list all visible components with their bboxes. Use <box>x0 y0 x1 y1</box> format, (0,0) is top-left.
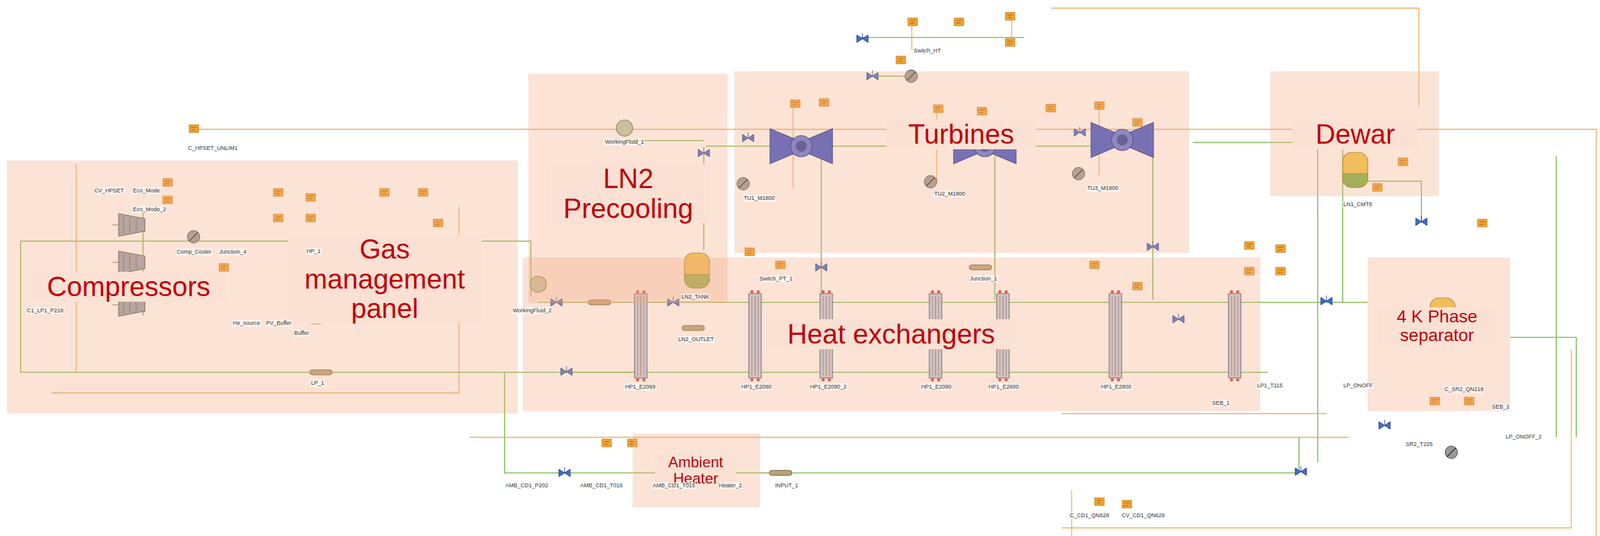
component-tag: AMB_CD1_P202 <box>504 482 549 489</box>
component-tag: WorkingFluid_2 <box>512 307 553 315</box>
component-tag: HP_1 <box>306 247 322 255</box>
component-tag: TU1_M1800 <box>743 194 776 202</box>
controller-block <box>1094 497 1105 506</box>
component-tag: Junction_1 <box>969 275 998 283</box>
component-tag: Junction_4 <box>218 248 248 256</box>
component-tag: C_HPSET_UNLIM1 <box>187 144 239 152</box>
controller-block <box>189 124 199 133</box>
component-tag: LN2_OUTLET <box>677 335 715 343</box>
component-tag: SEB_1 <box>1211 399 1231 407</box>
component-tag: CV_CD1_QN628 <box>1120 512 1166 519</box>
controller-block <box>1005 12 1015 20</box>
component-tag: LP1_T115 <box>1256 382 1284 390</box>
component-tag: Switch_HT <box>913 47 942 55</box>
valve-symbol <box>1378 419 1391 430</box>
component-tag: AMB_CD1_T015 <box>651 482 696 489</box>
component-tag: LN1_CMT8 <box>1342 201 1373 208</box>
valve-symbol <box>1415 216 1428 226</box>
region-label: Heat exchangers <box>766 319 1017 350</box>
controller-block <box>908 18 918 26</box>
region-band: Gas management panel <box>244 160 518 414</box>
valve-symbol <box>856 33 869 43</box>
valve-symbol <box>558 467 571 477</box>
controller-block <box>1275 244 1286 253</box>
controller-block <box>1244 241 1255 250</box>
component-tag: C1_LP1_P218 <box>26 307 65 315</box>
component-tag: Eco_Mode_2 <box>132 206 167 213</box>
controller-block <box>1275 267 1286 275</box>
controller-block <box>1122 500 1132 508</box>
controller-block <box>896 56 906 64</box>
component-tag: Eco_Mode <box>132 187 161 195</box>
component-tag: LN2_TANK <box>680 293 711 301</box>
component-tag: He_source <box>232 319 262 327</box>
region-band: Compressors <box>6 160 245 414</box>
component-tag: Switch_PT_1 <box>758 275 794 283</box>
region-band: 4 K Phase separator <box>1367 257 1511 411</box>
controller-block <box>1477 219 1487 227</box>
component-tag: HP1_E2080 <box>740 383 773 391</box>
region-label: LN2 Precooling <box>546 163 711 223</box>
region-band: Ambient Heater <box>632 433 761 508</box>
component-tag: LP_ONOFF_2 <box>1505 433 1543 441</box>
component-tag: C_SR2_QN218 <box>1443 385 1485 393</box>
component-tag: LP_1 <box>310 379 325 387</box>
component-tag: INPUT_1 <box>774 482 799 489</box>
controller-block <box>954 18 964 26</box>
component-tag: SEB_2 <box>1491 403 1511 411</box>
component-tag: HP1_E2090 <box>920 383 953 391</box>
gas-line <box>1510 156 1577 438</box>
region-label: 4 K Phase separator <box>1377 307 1497 345</box>
component-tag: Buffer <box>293 329 310 337</box>
controller-block <box>602 439 612 447</box>
component-tag: HP1_E2800 <box>1100 383 1133 391</box>
component-tag: TU2_M1800 <box>933 190 967 198</box>
gas-line <box>856 37 1025 77</box>
region-label: Turbines <box>886 119 1037 150</box>
valve-symbol <box>1295 465 1307 476</box>
signal-lines <box>51 8 1597 536</box>
region-band: Dewar <box>1270 71 1439 197</box>
valve-symbol <box>1320 295 1333 305</box>
component-tag: C_CD1_QN628 <box>1069 512 1110 519</box>
gas-lines <box>20 37 1577 473</box>
component-tag: HP1_E2069 <box>624 383 657 391</box>
signal-line <box>469 436 1349 438</box>
component-tag: CV_HPSET <box>93 187 125 195</box>
component-tag: AMB_CD1_T016 <box>579 482 624 489</box>
component-tag: TU3_M1800 <box>1086 184 1120 192</box>
signal-line <box>1061 412 1327 414</box>
component-tag: HP1_E2090_2 <box>809 383 848 391</box>
cooler-symbol <box>1445 445 1458 459</box>
region-label: Compressors <box>31 271 226 302</box>
region-label: Dewar <box>1292 119 1418 150</box>
component-tag: Comp_Cooler <box>176 248 213 256</box>
component-tag: SR2_T225 <box>1405 440 1434 448</box>
component-tag: PV_Buffer <box>265 319 293 327</box>
component-tag: WorkingFluid_1 <box>604 138 645 146</box>
region-band: Turbines <box>734 71 1190 253</box>
pipe-segment <box>769 470 792 476</box>
component-tag: LP_ONOFF <box>1342 382 1374 390</box>
controller-block <box>1005 38 1015 47</box>
signal-line <box>911 18 1012 50</box>
component-tag: Heater_2 <box>718 482 743 489</box>
component-tag: HP1_E2600 <box>987 383 1020 391</box>
